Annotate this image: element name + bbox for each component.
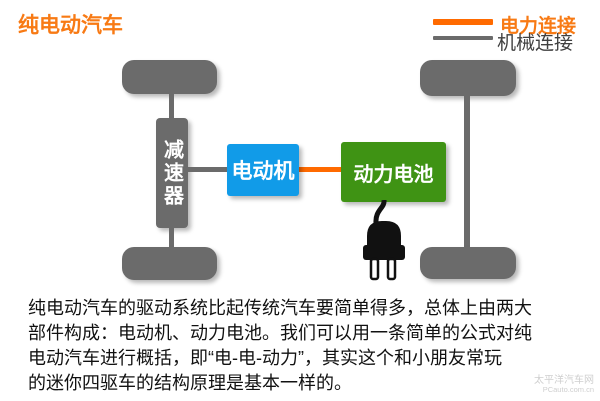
axle-shaft-right	[464, 94, 470, 249]
mechanical-connection-line-icon	[433, 36, 493, 40]
motor-box: 电动机	[227, 144, 299, 196]
page-title: 纯电动汽车	[18, 14, 123, 37]
wheel-rear-left	[122, 247, 217, 280]
watermark-site-url: PCauto.com.cn	[542, 385, 594, 395]
legend-mechanical-label: 机械连接	[497, 33, 574, 54]
paragraph-line: 的迷你四驱车的结构原理是基本一样的。	[28, 373, 352, 393]
battery-box: 动力电池	[341, 142, 446, 202]
reducer-box: 减速器	[156, 118, 188, 228]
electric-link-motor-battery	[299, 167, 341, 172]
electric-connection-line-icon	[433, 19, 493, 25]
wheel-front-left	[122, 60, 217, 94]
power-plug-icon	[363, 200, 405, 281]
paragraph-line: 电动汽车进行概括，即“电-电-动力”，其实这个和小朋友常玩	[28, 348, 502, 368]
axle-shaft-left-top	[169, 92, 174, 120]
wheel-rear-right	[420, 247, 516, 279]
legend-electric-label: 电力连接	[500, 16, 577, 37]
paragraph-line: 纯电动汽车的驱动系统比起传统汽车要简单得多，总体上由两大	[28, 298, 532, 318]
wheel-front-right	[420, 60, 516, 96]
paragraph-line: 部件构成：电动机、动力电池。我们可以用一条简单的公式对纯	[28, 323, 532, 343]
description-paragraph: 纯电动汽车的驱动系统比起传统汽车要简单得多，总体上由两大 部件构成：电动机、动力…	[28, 296, 580, 396]
watermark: 太平洋汽车网 PCauto.com.cn	[534, 375, 594, 395]
mechanical-link-reducer-motor	[188, 167, 227, 172]
axle-shaft-left-bottom	[169, 226, 174, 249]
watermark-site-name: 太平洋汽车网	[534, 374, 594, 386]
